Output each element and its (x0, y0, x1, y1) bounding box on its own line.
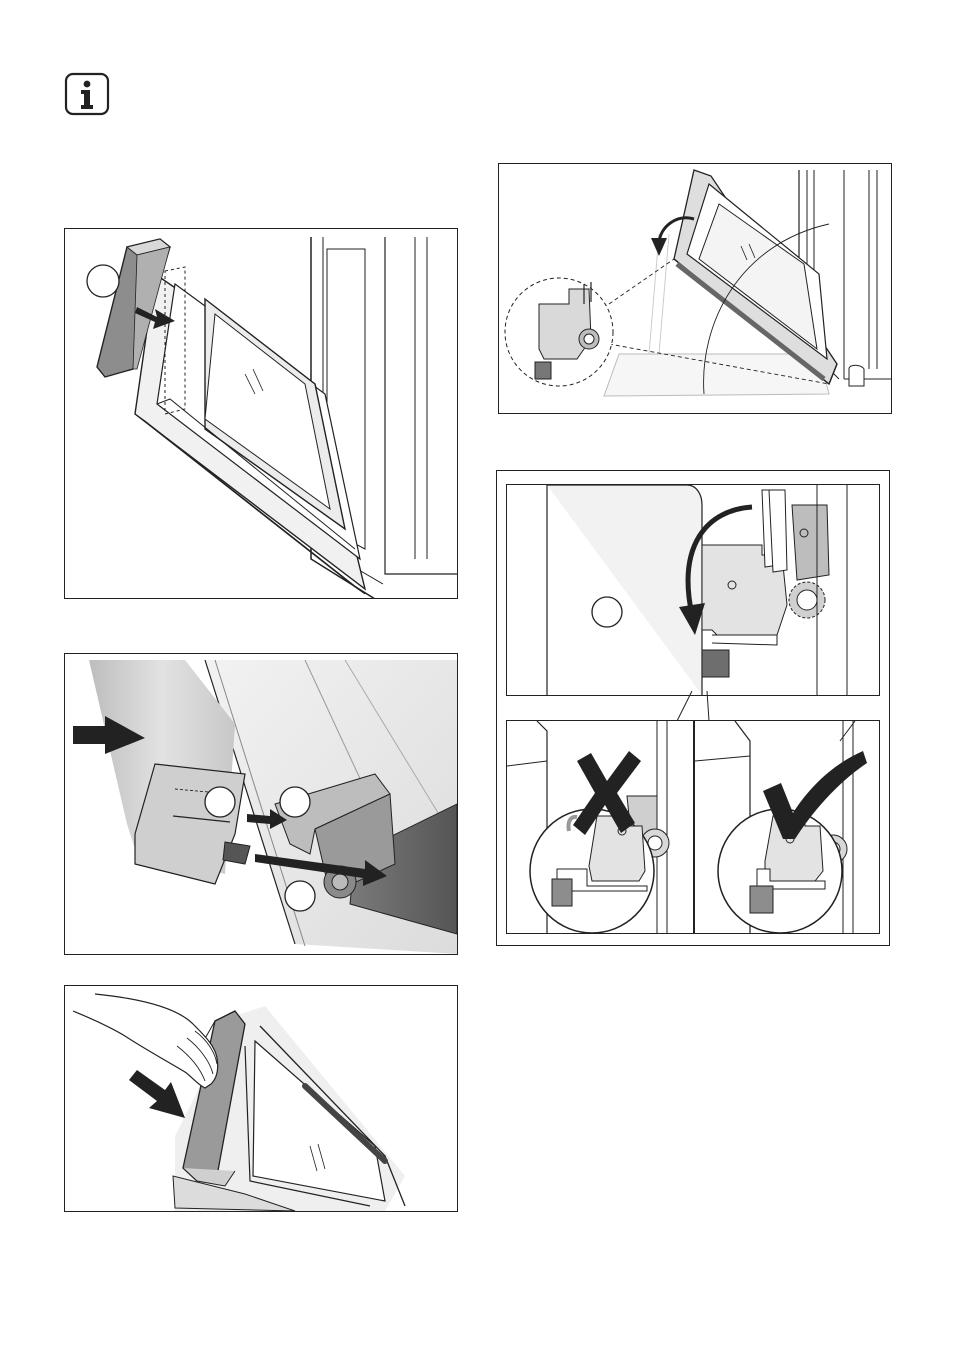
figure-handle-clips (64, 653, 458, 955)
figure-press-handle (64, 985, 458, 1212)
hinge-correct-panel (694, 720, 880, 934)
figure-remove-handle (64, 228, 458, 599)
figure-hinge-check (496, 470, 890, 946)
figure-tilt-door (498, 163, 892, 414)
callout-circle (87, 265, 119, 297)
callout-circle (280, 787, 310, 817)
callout-circle (205, 787, 235, 817)
callout-circle (285, 881, 315, 911)
hinge-wrong-panel (506, 720, 694, 934)
info-icon (64, 72, 110, 116)
